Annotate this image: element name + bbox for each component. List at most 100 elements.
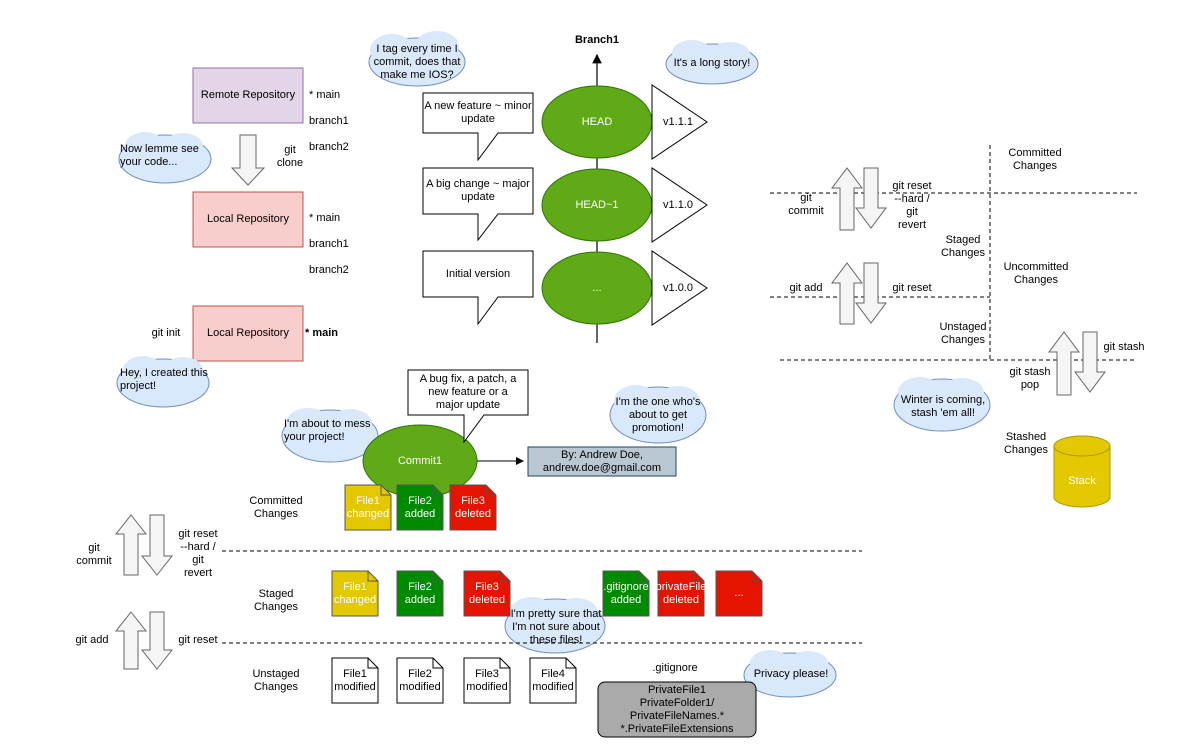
remote-branch-main: * main — [309, 89, 341, 101]
cloud-story-text: It's a long story! — [673, 57, 751, 69]
callout-initial-version — [422, 250, 534, 326]
node-head-label: HEAD — [581, 115, 613, 128]
file-icon — [529, 657, 577, 704]
callout-minor-text: A new feature ~ minor update — [424, 100, 532, 125]
file-label: File3 deleted — [454, 494, 492, 520]
cloud-init — [116, 356, 210, 408]
right-git-reset-hard-label: git reset --hard / git revert — [892, 180, 932, 231]
bottom-committed-label: Committed Changes — [249, 495, 303, 520]
stack-cylinder — [1053, 435, 1111, 508]
callout-minor-update — [422, 92, 534, 162]
file-icon — [463, 570, 511, 617]
file-fold-icon — [432, 485, 443, 496]
file-label: File1 changed — [346, 494, 390, 520]
file-icon — [331, 657, 379, 704]
file-fold-icon — [565, 658, 576, 669]
file-icon — [463, 657, 511, 704]
file-fold-icon — [499, 658, 510, 669]
init-branch-main: * main — [305, 327, 339, 339]
callout-major-text: A big change ~ major update — [426, 178, 530, 203]
commit1-callout — [407, 369, 529, 444]
bottom-git-commit-label: git commit — [76, 542, 112, 567]
callout-initial-text: Initial version — [445, 267, 511, 280]
gitignore-content: PrivateFile1 PrivateFolder1/ PrivateFile… — [620, 683, 734, 735]
cloud-mess — [281, 408, 379, 463]
stashed-changes-label: Stashed Changes — [1003, 431, 1049, 456]
cloud-clone — [118, 132, 212, 184]
file-fold-icon — [367, 571, 378, 582]
tag-v1-0-0-label: v1.0.0 — [663, 282, 693, 294]
file-icon — [449, 484, 497, 531]
file-icon — [396, 570, 444, 617]
bottom-add-arrow — [114, 611, 148, 670]
cloud-promo-text: I'm the one who's about to get promotion… — [615, 396, 701, 434]
bottom-commit-arrow — [114, 514, 148, 576]
tag-v1-1-1 — [651, 84, 708, 160]
file-icon — [344, 484, 392, 531]
file-icon — [396, 484, 444, 531]
remote-repository-box — [192, 67, 304, 124]
file-fold-icon — [638, 571, 649, 582]
local-branch-1: branch1 — [309, 238, 349, 250]
git-stash-pop-label: git stash pop — [1009, 366, 1051, 391]
branch-label: Branch1 — [574, 34, 620, 46]
commit1-callout-text: A bug fix, a patch, a new feature or a m… — [419, 373, 517, 411]
remote-branches: * main branch1 branch2 — [309, 76, 369, 167]
file-icon — [602, 570, 650, 617]
stash-pop-arrow — [1048, 331, 1080, 396]
file-fold-icon — [380, 485, 391, 496]
bottom-reset-hard-arrow — [140, 514, 174, 576]
file-label: File1 modified — [334, 667, 376, 693]
file-icon — [657, 570, 705, 617]
right-commit-arrow — [831, 167, 863, 231]
right-reset-arrow — [855, 262, 887, 324]
right-uncommitted-label: Uncommitted Changes — [1003, 261, 1069, 286]
file-label: File4 modified — [532, 667, 574, 693]
right-committed-label: Committed Changes — [1008, 147, 1062, 172]
bottom-unstaged-label: Unstaged Changes — [252, 668, 300, 693]
commit1-label: Commit1 — [397, 454, 442, 467]
file-label: File3 modified — [466, 667, 508, 693]
gitignore-title: .gitignore — [652, 662, 698, 674]
author-box — [527, 446, 677, 477]
right-reset-hard-arrow — [855, 167, 887, 229]
callout-major-update — [422, 167, 534, 242]
file-label: File3 deleted — [468, 580, 506, 606]
stash-arrow — [1074, 331, 1106, 393]
file-fold-icon — [751, 571, 762, 582]
cloud-mess-text: I'm about to mess your project! — [284, 418, 371, 443]
right-staged-label: Staged Changes — [940, 234, 986, 259]
file-icon — [396, 657, 444, 704]
cloud-promo — [609, 385, 707, 444]
cloud-privacy-text: Privacy please! — [753, 668, 829, 680]
file-fold-icon — [499, 571, 510, 582]
right-add-arrow — [831, 262, 863, 325]
tag-v1-0-0 — [651, 250, 708, 326]
bottom-git-reset-label: git reset — [178, 634, 218, 646]
tag-v1-1-0 — [651, 167, 708, 243]
bottom-git-reset-hard-label: git reset --hard / git revert — [178, 528, 218, 579]
gitignore-box — [597, 681, 757, 738]
cloud-init-text: Hey, I created this project! — [120, 367, 208, 392]
local-repository-clone-box — [192, 191, 304, 248]
local-repository-clone-label: Local Repository — [207, 213, 289, 225]
tag-v1-1-1-label: v1.1.1 — [663, 116, 693, 128]
local-branches: * main branch1 branch2 — [309, 199, 369, 290]
remote-repository-label: Remote Repository — [200, 89, 296, 101]
file-label: File2 added — [404, 580, 436, 606]
local-repository-init-box — [192, 305, 304, 362]
cloud-tag — [368, 31, 466, 87]
right-unstaged-label: Unstaged Changes — [939, 321, 987, 346]
cloud-winter-text: Winter is coming, stash 'em all! — [900, 394, 986, 419]
right-git-commit-label: git commit — [788, 192, 824, 217]
author-label: By: Andrew Doe, andrew.doe@gmail.com — [542, 448, 662, 474]
right-git-add-label: git add — [789, 282, 823, 294]
tag-v1-1-0-label: v1.1.0 — [663, 199, 693, 211]
file-fold-icon — [432, 658, 443, 669]
node-initial-label: ... — [592, 281, 602, 294]
node-head-1-label: HEAD~1 — [575, 198, 619, 211]
file-icon — [331, 570, 379, 617]
file-label: ... — [734, 587, 744, 599]
